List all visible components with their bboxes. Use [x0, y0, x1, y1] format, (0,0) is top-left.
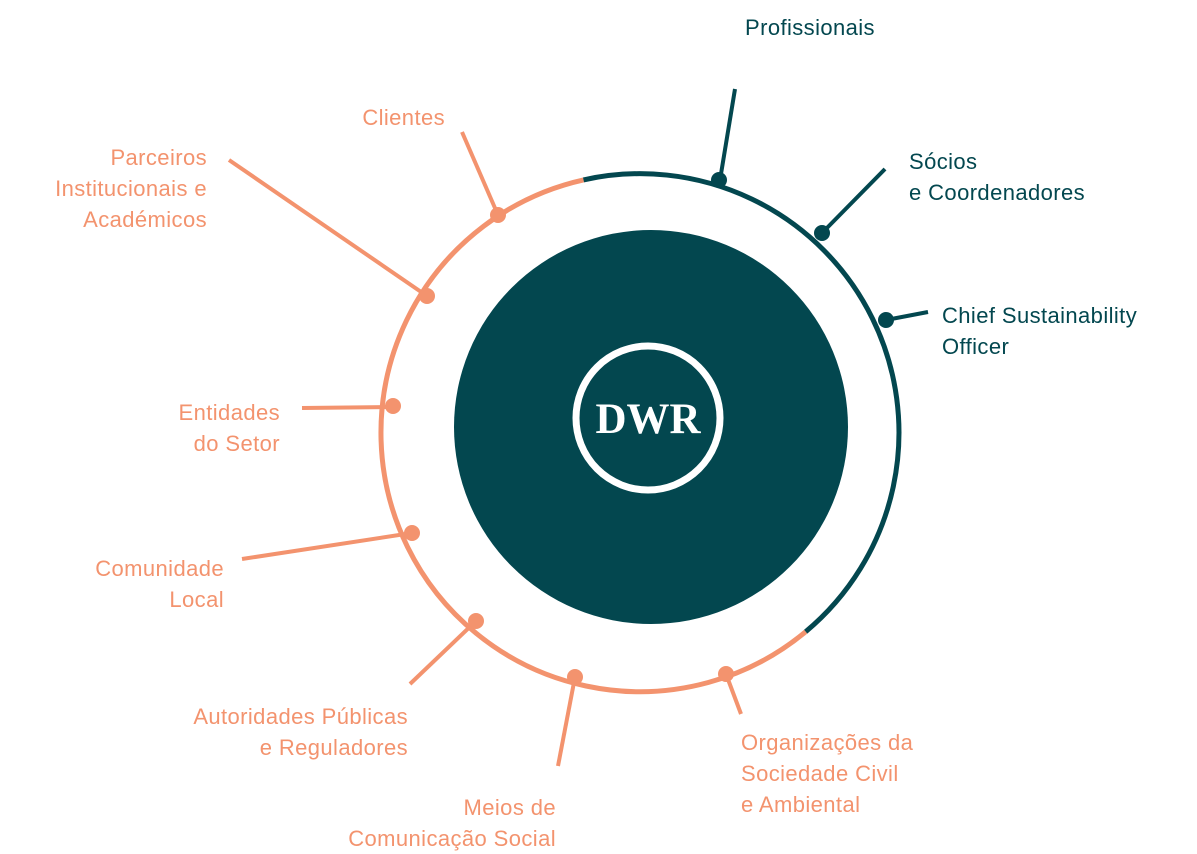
external-stakeholders-arc — [378, 177, 808, 695]
connector-profissionais — [711, 88, 737, 188]
center-disc — [454, 230, 848, 624]
connector-entidades-setor — [301, 398, 401, 414]
internal-stakeholders-arc — [582, 171, 902, 634]
connector-parceiros-institucionais — [227, 158, 435, 304]
connector-clientes — [460, 131, 506, 223]
label-socios-coordenadores: Sócios e Coordenadores — [909, 149, 1086, 205]
label-parceiros-institucionais: Parceiros Institucionais e Académicos — [55, 145, 207, 232]
label-autoridades-publicas: Autoridades Públicas e Reguladores — [193, 704, 408, 760]
label-clientes: Clientes — [362, 105, 445, 130]
connector-socios-coordenadores — [814, 167, 887, 241]
connector-meios-comunicacao — [556, 669, 583, 767]
connector-organizacoes-sociedade-civil — [718, 666, 743, 715]
label-comunidade-local: Comunidade Local — [95, 556, 224, 612]
connector-autoridades-publicas — [408, 613, 484, 686]
connector-chief-sustainability-officer — [878, 310, 929, 328]
label-organizacoes-sociedade-civil: Organizações da Sociedade Civil e Ambien… — [741, 730, 914, 817]
logo-text: DWR — [595, 396, 701, 443]
label-entidades-setor: Entidades do Setor — [178, 400, 280, 456]
logo-ring — [572, 342, 724, 494]
connector-comunidade-local — [241, 525, 420, 561]
label-profissionais: Profissionais — [745, 15, 875, 40]
label-meios-comunicacao: Meios de Comunicação Social — [348, 795, 556, 851]
label-chief-sustainability-officer: Chief Sustainability Officer — [942, 303, 1138, 359]
